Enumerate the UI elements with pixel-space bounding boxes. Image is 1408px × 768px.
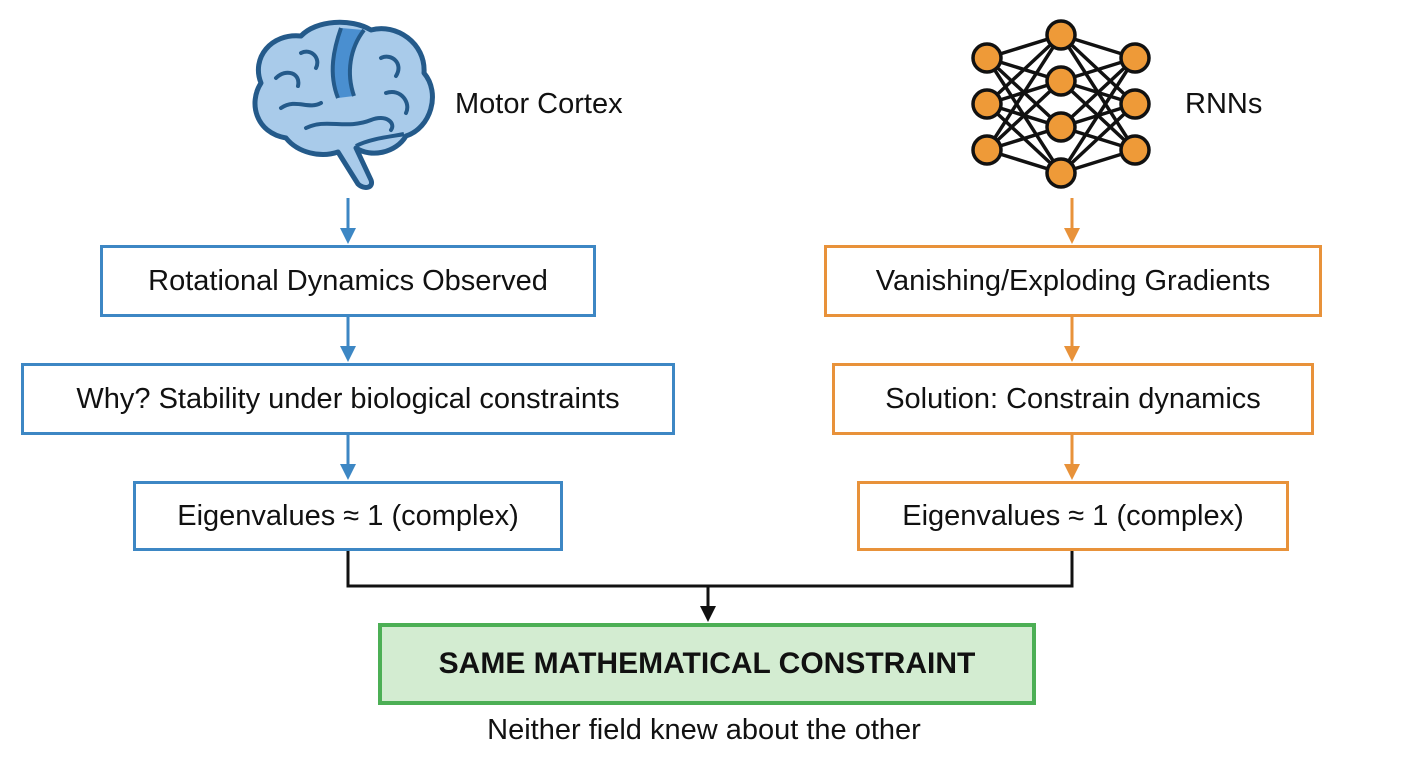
nn-node: [1045, 157, 1077, 189]
nn-node: [1045, 19, 1077, 51]
merge-connector: [346, 550, 1074, 622]
nn-node: [971, 134, 1003, 166]
right-step-3: Eigenvalues ≈ 1 (complex): [857, 481, 1289, 551]
nn-edge: [1059, 102, 1137, 175]
conclusion-box: SAME MATHEMATICAL CONSTRAINT: [378, 623, 1036, 705]
right-title: RNNs: [1185, 88, 1263, 120]
nn-node: [1045, 111, 1077, 143]
neural-network-icon: [971, 19, 1151, 189]
nn-node: [1119, 88, 1151, 120]
left-arrow-3: [340, 434, 356, 480]
conclusion-caption: Neither field knew about the other: [487, 714, 921, 746]
nn-edge: [1059, 57, 1137, 174]
nn-node: [1119, 42, 1151, 74]
left-step-3: Eigenvalues ≈ 1 (complex): [133, 481, 563, 551]
nn-node: [1119, 134, 1151, 166]
right-arrow-2: [1064, 316, 1080, 362]
brain-icon: [252, 19, 435, 190]
nn-edge: [985, 79, 1063, 152]
nn-node: [971, 88, 1003, 120]
left-arrow-1: [340, 198, 356, 244]
nn-node: [1045, 65, 1077, 97]
left-step-1: Rotational Dynamics Observed: [100, 245, 596, 317]
left-step-2: Why? Stability under biological constrai…: [21, 363, 675, 435]
nn-edge: [985, 34, 1063, 151]
left-arrow-2: [340, 316, 356, 362]
right-arrow-1: [1064, 198, 1080, 244]
right-step-2: Solution: Constrain dynamics: [832, 363, 1314, 435]
nn-edge: [1059, 56, 1137, 129]
nn-edge: [985, 33, 1063, 106]
left-title: Motor Cortex: [455, 88, 623, 120]
nn-node: [971, 42, 1003, 74]
right-step-1: Vanishing/Exploding Gradients: [824, 245, 1322, 317]
right-arrow-3: [1064, 434, 1080, 480]
